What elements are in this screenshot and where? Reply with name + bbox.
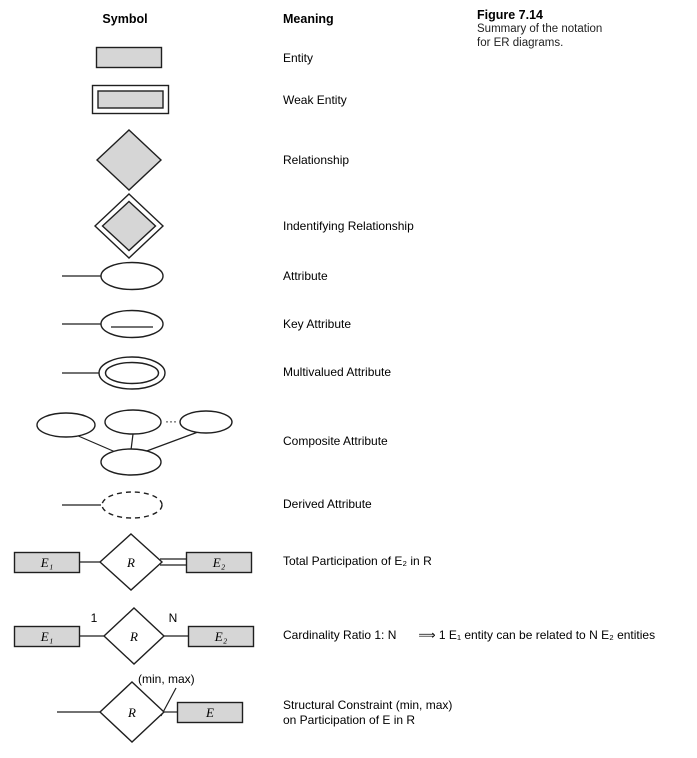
key-attribute-symbol <box>62 309 164 339</box>
meaning-column-header: Meaning <box>283 12 334 26</box>
attribute-symbol <box>62 261 164 291</box>
meaning-attribute: Attribute <box>283 269 328 283</box>
figure-caption-line1: Summary of the notation <box>477 23 603 35</box>
meaning-relationship: Relationship <box>283 153 350 167</box>
meaning-derived-attribute: Derived Attribute <box>283 497 372 511</box>
min-max-label: (min, max) <box>138 672 195 686</box>
total-participation-symbol: E₁ R E₂ <box>13 533 253 591</box>
meaning-weak-entity: Weak Entity <box>283 93 347 107</box>
meaning-total-participation: Total Participation of E₂ in R <box>283 554 432 568</box>
meaning-entity: Entity <box>283 51 314 65</box>
relationship-label: R <box>127 705 136 720</box>
figure-title: Figure 7.14 <box>477 8 543 22</box>
meaning-key-attribute: Key Attribute <box>283 317 352 331</box>
structural-meaning-line1: Structural Constraint (min, max) <box>283 698 453 712</box>
cardinality-n-label: N <box>169 611 178 625</box>
cardinality-one-label: 1 <box>91 611 98 625</box>
entity2-label: E₂ <box>214 629 228 644</box>
relationship-label: R <box>129 629 138 644</box>
entity1-label: E₁ <box>40 555 53 570</box>
relationship-label: R <box>126 555 135 570</box>
entity-symbol <box>95 46 163 69</box>
weak-entity-symbol <box>91 84 170 115</box>
composite-attribute-symbol: ··· <box>36 409 233 476</box>
multivalued-attribute-symbol <box>62 356 166 390</box>
entity1-label: E₁ <box>40 629 53 644</box>
structural-constraint-symbol: R E <box>57 681 244 743</box>
cardinality-meaning-right: ⟹ 1 E₁ entity can be related to N E₂ ent… <box>418 628 656 642</box>
meaning-identifying-relationship: Indentifying Relationship <box>283 219 414 233</box>
meaning-cardinality-ratio: Cardinality Ratio 1: N ⟹ 1 E₁ entity can … <box>283 628 655 642</box>
entity-label: E <box>205 705 214 720</box>
figure-caption-line2: for ER diagrams. <box>477 37 564 49</box>
cardinality-ratio-symbol: E₁ R E₂ 1 N <box>13 607 255 665</box>
cardinality-meaning-left: Cardinality Ratio 1: N <box>283 628 397 642</box>
figure-caption-block: Figure 7.14 Summary of the notation for … <box>477 8 602 50</box>
composite-ellipsis-dots: ··· <box>165 414 177 428</box>
meaning-multivalued-attribute: Multivalued Attribute <box>283 365 392 379</box>
symbol-column-header: Symbol <box>102 12 148 26</box>
meaning-structural-constraint: Structural Constraint (min, max) on Part… <box>283 698 452 728</box>
derived-attribute-symbol <box>62 491 163 519</box>
structural-meaning-line2: on Participation of E in R <box>283 713 416 727</box>
meaning-composite-attribute: Composite Attribute <box>283 434 388 448</box>
relationship-symbol <box>95 129 163 191</box>
entity2-label: E₂ <box>212 555 226 570</box>
identifying-relationship-symbol <box>93 193 165 259</box>
